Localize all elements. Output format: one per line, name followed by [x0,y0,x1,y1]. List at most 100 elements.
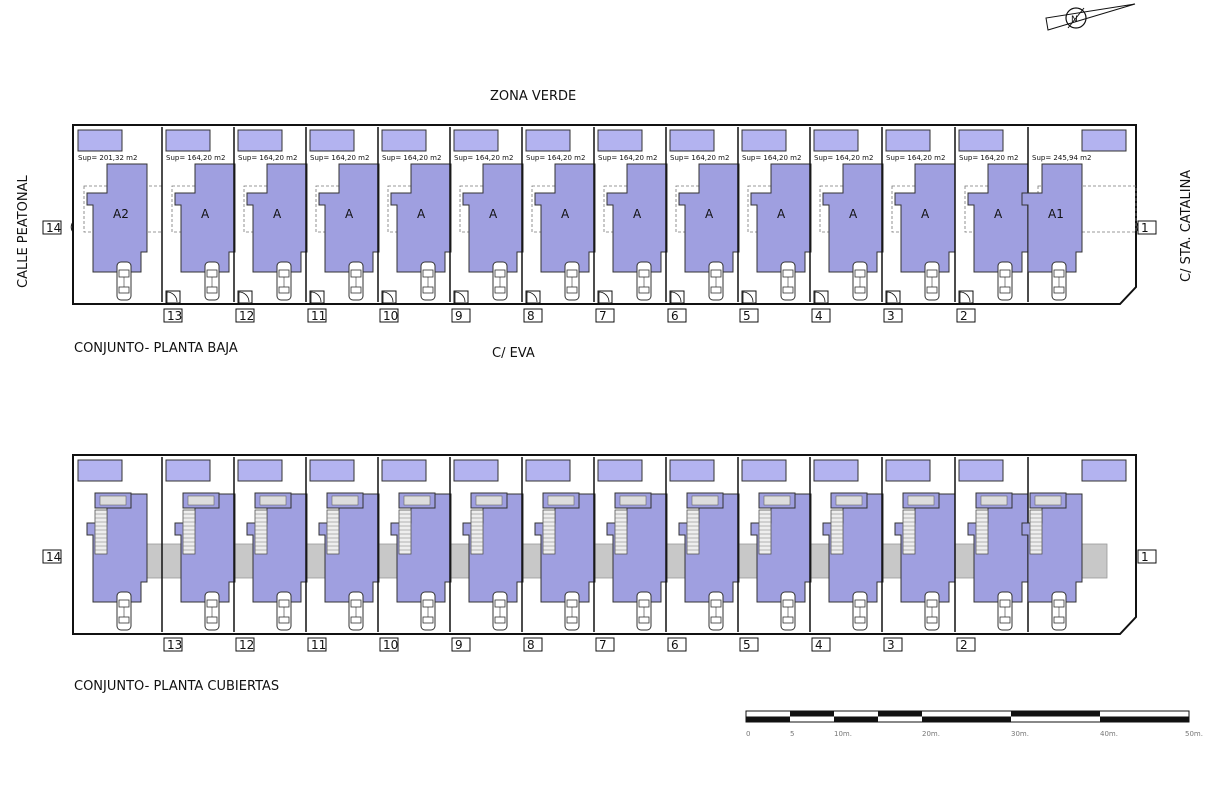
pool [237,459,283,482]
car-icon [276,261,292,301]
house-footprint [318,163,380,273]
unit-area-label: Sup= 245,94 m2 [1032,154,1091,162]
unit-number-4: 4 [811,308,831,323]
unit-type-label: A [994,207,1003,221]
car-icon [492,261,508,301]
svg-text:13: 13 [167,638,182,652]
unit-type-label: A [849,207,858,221]
roof-footprint [822,493,884,603]
car-icon [997,591,1013,631]
svg-text:4: 4 [815,638,823,652]
lot-10 [377,457,452,632]
unit-number-12-roof: 12 [235,637,255,652]
unit-number-12: 12 [235,308,255,323]
house-footprint [750,163,812,273]
svg-text:1: 1 [1141,221,1149,235]
unit-number-7-roof: 7 [595,637,615,652]
lot-1 [1021,457,1127,632]
car-icon [924,261,940,301]
pool [453,129,499,152]
pool [669,129,715,152]
car-icon [492,591,508,631]
lot-3 [881,457,956,632]
unit-number-10-roof: 10 [379,637,399,652]
house-footprint [246,163,308,273]
pool [77,129,123,152]
svg-text:9: 9 [455,309,463,323]
pool [525,459,571,482]
lot-14 [77,459,148,631]
svg-text:4: 4 [815,309,823,323]
svg-text:8: 8 [527,309,535,323]
gate-icon [453,290,469,304]
svg-text:11: 11 [311,309,326,323]
roof-footprint [86,493,148,603]
unit-area-label: Sup= 164,20 m2 [382,154,441,162]
stair-icon [542,509,556,555]
label-sta-catalina: C/ STA. CATALINA [1179,170,1194,282]
stair-icon [758,509,772,555]
car-icon [852,261,868,301]
unit-number-5-roof: 5 [739,637,759,652]
scale-tick-label: 50m. [1185,730,1203,738]
car-icon [348,261,364,301]
pool [525,129,571,152]
scale-tick-label: 20m. [922,730,940,738]
house-footprint [1021,163,1083,273]
car-icon [420,261,436,301]
pool [77,459,123,482]
gate-icon [165,290,181,304]
house-footprint [606,163,668,273]
svg-text:11: 11 [311,638,326,652]
stair-icon [182,509,196,555]
scale-tick-label: 5 [790,730,794,738]
svg-text:6: 6 [671,309,679,323]
roof-footprint [678,493,740,603]
roof-footprint [1021,493,1083,603]
unit-number-7: 7 [595,308,615,323]
gate-icon [741,290,757,304]
unit-number-1-right: 1 [1137,220,1157,235]
roof-footprint [246,493,308,603]
stair-icon [470,509,484,555]
lot-11 [305,457,380,632]
svg-text:12: 12 [239,309,254,323]
house-footprint [86,163,148,273]
gate-icon [525,290,541,304]
svg-text:14: 14 [46,221,61,235]
unit-number-4-roof: 4 [811,637,831,652]
title-planta-baja: CONJUNTO- PLANTA BAJA [74,341,238,356]
gate-icon [885,290,901,304]
car-icon [116,591,132,631]
stair-icon [686,509,700,555]
pool [237,129,283,152]
unit-number-2: 2 [956,308,976,323]
roof-footprint [318,493,380,603]
unit-area-label: Sup= 164,20 m2 [166,154,225,162]
pool [1081,459,1127,482]
stair-icon [1029,509,1043,555]
lot-4 [809,457,884,632]
unit-type-label: A [201,207,210,221]
label-calle-eva: C/ EVA [492,346,535,361]
pool [958,129,1004,152]
svg-text:7: 7 [599,638,607,652]
pool [165,129,211,152]
svg-text:5: 5 [743,309,751,323]
lot-9 [449,457,524,632]
pool [165,459,211,482]
unit-number-2-roof: 2 [956,637,976,652]
unit-number-5: 5 [739,308,759,323]
svg-text:10: 10 [383,638,398,652]
north-arrow-label: N [1071,15,1078,25]
stair-icon [902,509,916,555]
car-icon [780,591,796,631]
unit-number-9-roof: 9 [451,637,471,652]
car-icon [564,261,580,301]
